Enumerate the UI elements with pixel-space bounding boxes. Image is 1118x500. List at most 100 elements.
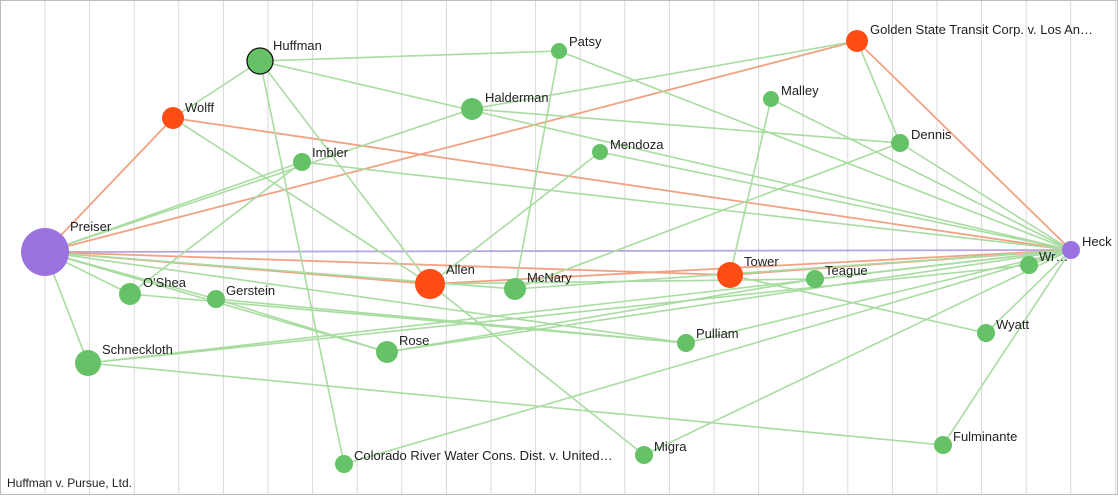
node-malley[interactable]: Malley bbox=[763, 83, 819, 107]
edge-colorado-heck bbox=[343, 249, 1072, 465]
node-golden[interactable]: Golden State Transit Corp. v. Los An… bbox=[846, 22, 1093, 52]
node-wolff[interactable]: Wolff bbox=[162, 100, 215, 129]
node-pulliam[interactable]: Pulliam bbox=[677, 326, 739, 352]
node-circle-oshea[interactable] bbox=[119, 283, 141, 305]
node-circle-wr[interactable] bbox=[1020, 256, 1038, 274]
node-label-halderman: Halderman bbox=[485, 90, 549, 105]
edge-patsy-mcnary bbox=[514, 50, 560, 290]
node-label-wr: Wr… bbox=[1039, 249, 1068, 264]
node-circle-migra[interactable] bbox=[635, 446, 653, 464]
node-label-teague: Teague bbox=[825, 263, 868, 278]
node-label-patsy: Patsy bbox=[569, 34, 602, 49]
node-circle-teague[interactable] bbox=[806, 270, 824, 288]
node-dennis[interactable]: Dennis bbox=[891, 127, 952, 152]
edge-patsy-heck bbox=[558, 50, 1072, 251]
node-mendoza[interactable]: Mendoza bbox=[592, 137, 664, 160]
node-circle-rose[interactable] bbox=[376, 341, 398, 363]
node-label-dennis: Dennis bbox=[911, 127, 952, 142]
node-label-fulminante: Fulminante bbox=[953, 429, 1017, 444]
edge-imbler-oshea bbox=[129, 161, 303, 295]
node-circle-dennis[interactable] bbox=[891, 134, 909, 152]
edge-huffman-heck bbox=[259, 60, 1072, 251]
node-circle-wyatt[interactable] bbox=[977, 324, 995, 342]
node-circle-fulminante[interactable] bbox=[934, 436, 952, 454]
node-migra[interactable]: Migra bbox=[635, 439, 687, 464]
edge-mendoza-allen bbox=[429, 151, 601, 285]
edge-schneckloth-wr bbox=[87, 264, 1030, 364]
edge-huffman-allen bbox=[259, 60, 431, 285]
node-circle-schneckloth[interactable] bbox=[75, 350, 101, 376]
node-circle-tower[interactable] bbox=[717, 262, 743, 288]
node-label-pulliam: Pulliam bbox=[696, 326, 739, 341]
node-label-allen: Allen bbox=[446, 262, 475, 277]
node-oshea[interactable]: O'Shea bbox=[119, 275, 187, 305]
edge-allen-heck bbox=[429, 249, 1072, 285]
edge-golden-heck bbox=[856, 40, 1072, 251]
edge-preiser-heck bbox=[44, 249, 1072, 253]
node-circle-allen[interactable] bbox=[415, 269, 445, 299]
node-colorado[interactable]: Colorado River Water Cons. Dist. v. Unit… bbox=[335, 448, 613, 473]
node-circle-wolff[interactable] bbox=[162, 107, 184, 129]
node-rose[interactable]: Rose bbox=[376, 333, 429, 363]
edge-rose-heck bbox=[386, 249, 1072, 353]
node-circle-pulliam[interactable] bbox=[677, 334, 695, 352]
edge-mendoza-heck bbox=[599, 151, 1072, 251]
node-imbler[interactable]: Imbler bbox=[293, 145, 349, 171]
edge-dennis-heck bbox=[899, 142, 1072, 251]
edge-wyatt-heck bbox=[985, 249, 1072, 334]
node-teague[interactable]: Teague bbox=[806, 263, 868, 288]
edge-gerstein-rose bbox=[215, 298, 388, 353]
edge-dennis-mcnary bbox=[514, 142, 901, 290]
node-label-migra: Migra bbox=[654, 439, 687, 454]
node-label-huffman: Huffman bbox=[273, 38, 322, 53]
edge-huffman-wolff bbox=[172, 60, 261, 119]
node-label-malley: Malley bbox=[781, 83, 819, 98]
edge-imbler-heck bbox=[301, 161, 1072, 251]
node-circle-golden[interactable] bbox=[846, 30, 868, 52]
node-circle-malley[interactable] bbox=[763, 91, 779, 107]
node-heck[interactable]: Heck bbox=[1062, 234, 1112, 259]
edge-halderman-dennis bbox=[471, 108, 901, 144]
node-label-heck: Heck bbox=[1082, 234, 1112, 249]
node-circle-mcnary[interactable] bbox=[504, 278, 526, 300]
edge-malley-heck bbox=[770, 98, 1072, 251]
edge-malley-tower bbox=[729, 98, 772, 276]
node-wr[interactable]: Wr… bbox=[1020, 249, 1068, 274]
node-halderman[interactable]: Halderman bbox=[461, 90, 549, 120]
node-circle-heck[interactable] bbox=[1062, 241, 1080, 259]
node-circle-halderman[interactable] bbox=[461, 98, 483, 120]
edge-migra-heck bbox=[643, 249, 1072, 456]
node-preiser[interactable]: Preiser bbox=[21, 219, 112, 276]
node-allen[interactable]: Allen bbox=[415, 262, 475, 299]
node-circle-gerstein[interactable] bbox=[207, 290, 225, 308]
edge-schneckloth-heck bbox=[87, 249, 1072, 364]
graph-caption: Huffman v. Pursue, Ltd. bbox=[7, 476, 132, 490]
node-mcnary[interactable]: McNary bbox=[504, 270, 572, 300]
node-circle-mendoza[interactable] bbox=[592, 144, 608, 160]
edge-preiser-golden bbox=[44, 40, 858, 253]
edge-preiser-wolff bbox=[44, 117, 174, 253]
node-circle-imbler[interactable] bbox=[293, 153, 311, 171]
node-fulminante[interactable]: Fulminante bbox=[934, 429, 1017, 454]
node-circle-huffman[interactable] bbox=[246, 47, 274, 75]
node-gerstein[interactable]: Gerstein bbox=[207, 283, 275, 308]
edge-wolff-heck bbox=[172, 117, 1072, 251]
node-patsy[interactable]: Patsy bbox=[551, 34, 602, 59]
node-schneckloth[interactable]: Schneckloth bbox=[75, 342, 173, 376]
edge-preiser-halderman bbox=[44, 108, 473, 253]
edge-wolff-allen bbox=[172, 117, 431, 285]
node-wyatt[interactable]: Wyatt bbox=[977, 317, 1029, 342]
node-label-mcnary: McNary bbox=[527, 270, 572, 285]
edge-halderman-golden bbox=[471, 40, 858, 110]
edge-fulminante-heck bbox=[942, 249, 1072, 446]
node-label-imbler: Imbler bbox=[312, 145, 349, 160]
node-circle-colorado[interactable] bbox=[335, 455, 353, 473]
edge-schneckloth-fulminante bbox=[87, 362, 944, 446]
node-huffman[interactable]: Huffman bbox=[246, 38, 322, 75]
node-tower[interactable]: Tower bbox=[717, 254, 779, 288]
edge-preiser-tower bbox=[44, 251, 731, 276]
node-circle-preiser[interactable] bbox=[21, 228, 69, 276]
edge-allen-migra bbox=[429, 283, 645, 456]
node-circle-patsy[interactable] bbox=[551, 43, 567, 59]
